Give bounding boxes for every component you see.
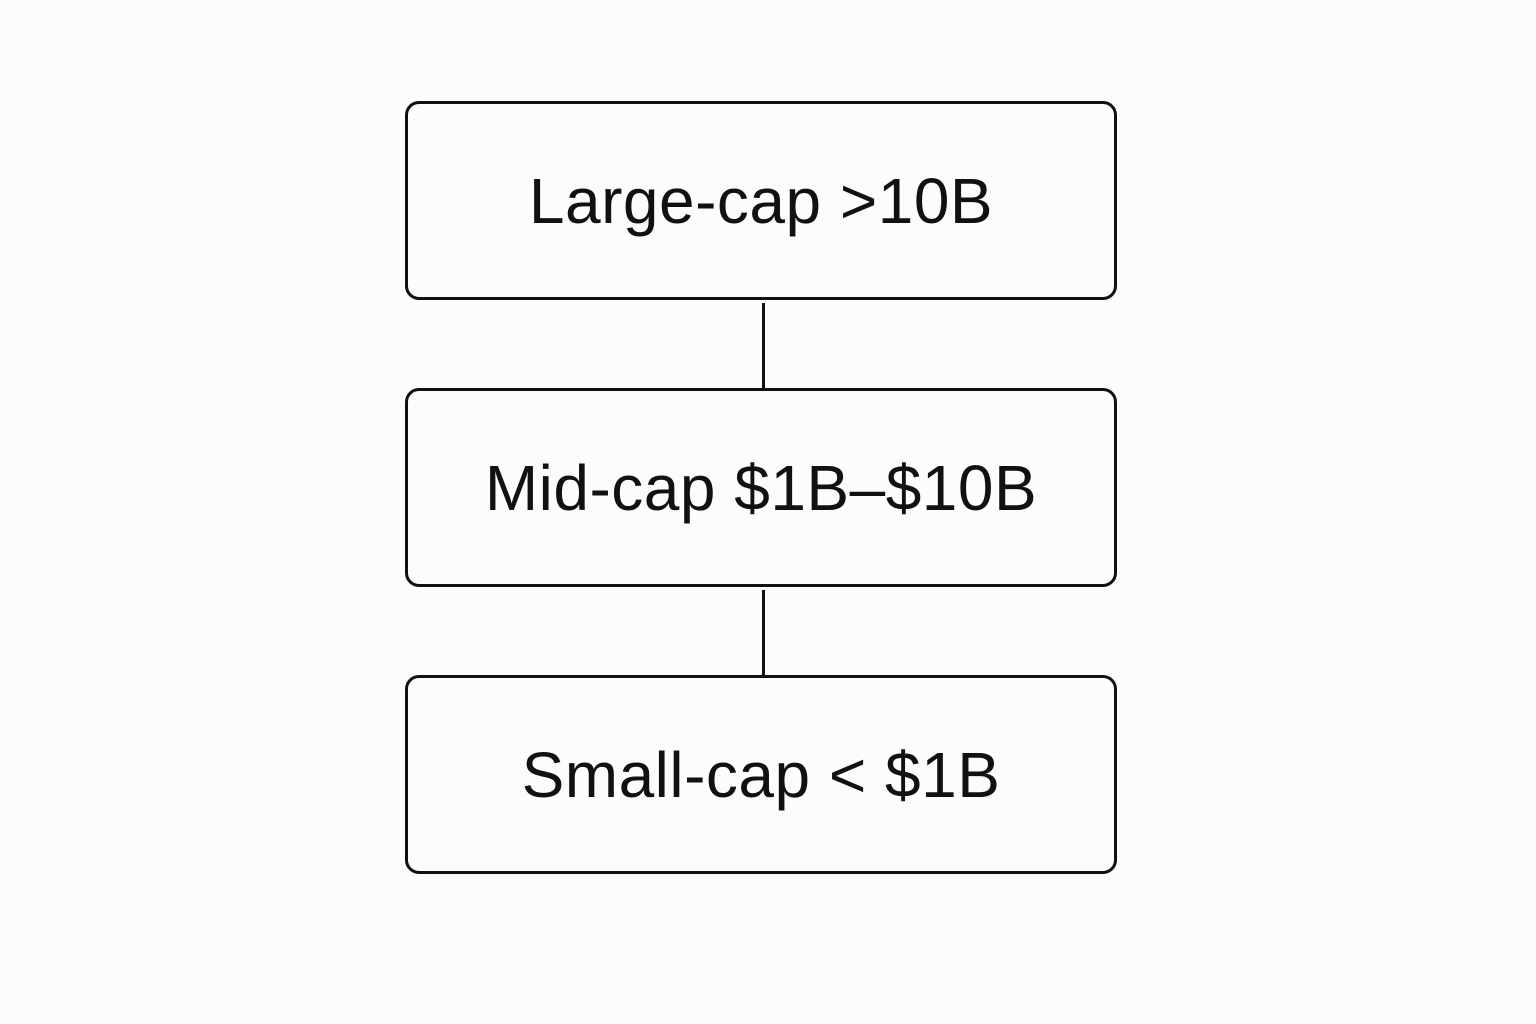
mid-cap-label: Mid-cap $1B–$10B (484, 451, 1038, 524)
connector-line-large-to-mid (762, 303, 765, 389)
small-cap-box: Small-cap < $1B (405, 675, 1117, 874)
connector-line-mid-to-small (762, 590, 765, 676)
large-cap-label: Large-cap >10B (528, 164, 994, 237)
large-cap-box: Large-cap >10B (405, 101, 1117, 300)
small-cap-label: Small-cap < $1B (521, 738, 1001, 811)
mid-cap-box: Mid-cap $1B–$10B (405, 388, 1117, 587)
